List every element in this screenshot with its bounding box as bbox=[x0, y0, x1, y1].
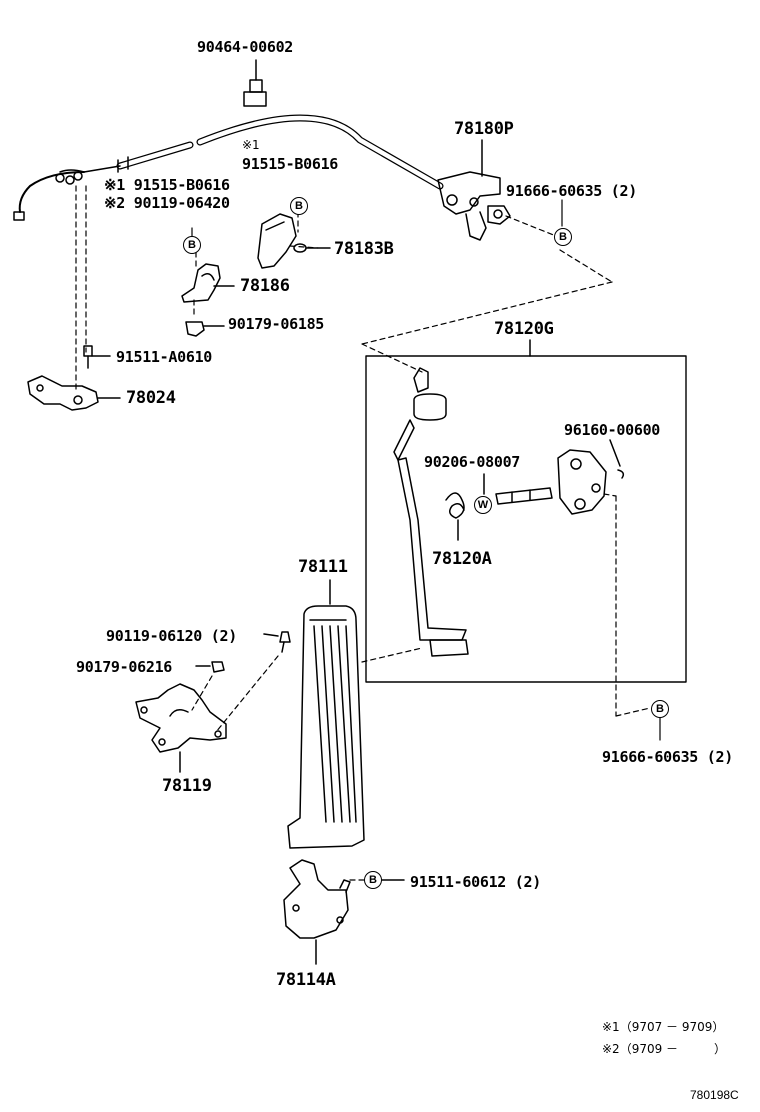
throttle-cable bbox=[13, 114, 444, 221]
badge-B: B bbox=[183, 236, 201, 254]
pedal-bracket bbox=[557, 439, 625, 515]
throttle-bracket-78180P bbox=[437, 139, 511, 241]
spring-78120A bbox=[445, 492, 465, 541]
label-91666-60635-bottom: 91666-60635 (2) bbox=[602, 748, 733, 766]
label-78120G: 78120G bbox=[494, 319, 554, 339]
label-78183B: 78183B bbox=[334, 239, 394, 259]
label-90206-08007: 90206-08007 bbox=[424, 453, 521, 471]
bracket-78114A bbox=[283, 859, 351, 965]
shaft-90206 bbox=[483, 473, 553, 505]
dashed-leaders-78119 bbox=[191, 655, 279, 733]
pedal-pad-78111 bbox=[287, 579, 365, 849]
clip-78183B bbox=[257, 213, 331, 269]
leader-lines bbox=[191, 199, 661, 741]
label-90179-06185: 90179-06185 bbox=[228, 315, 325, 333]
figure-code: 780198C bbox=[690, 1088, 739, 1102]
label-78186: 78186 bbox=[240, 276, 290, 296]
badge-B: B bbox=[364, 871, 382, 889]
note-1: ※1（9707 － 9709） bbox=[602, 1020, 725, 1034]
label-note2-90119-06420: ※2 90119-06420 bbox=[104, 194, 230, 212]
label-mark-1: ※1 bbox=[242, 138, 260, 152]
label-91515-B0616-top: 91515-B0616 bbox=[242, 155, 339, 173]
label-96160-00600: 96160-00600 bbox=[564, 421, 661, 439]
badge-W: W bbox=[474, 496, 492, 514]
label-90179-06216: 90179-06216 bbox=[76, 658, 173, 676]
label-78114A: 78114A bbox=[276, 970, 336, 990]
note-2: ※2（9709 － ） bbox=[602, 1042, 727, 1056]
bracket-78024 bbox=[27, 375, 121, 411]
label-91666-60635-top: 91666-60635 (2) bbox=[506, 182, 637, 200]
dashed-leaders-box bbox=[361, 493, 651, 717]
label-91511-A0610: 91511-A0610 bbox=[116, 348, 213, 366]
badge-B: B bbox=[651, 700, 669, 718]
nut-90179-06185 bbox=[185, 321, 225, 337]
bolt-91511-A0610 bbox=[83, 345, 111, 369]
label-note1-91515-B0616: ※1 91515-B0616 bbox=[104, 176, 230, 194]
bolt-90119-06120 bbox=[263, 631, 291, 653]
label-90119-06120: 90119-06120 (2) bbox=[106, 627, 237, 645]
pedal-arm bbox=[393, 367, 469, 657]
cable-clamp bbox=[243, 59, 267, 107]
label-78180P: 78180P bbox=[454, 119, 514, 139]
label-90464-00602: 90464-00602 bbox=[197, 38, 294, 56]
label-78119: 78119 bbox=[162, 776, 212, 796]
bracket-78119 bbox=[135, 683, 227, 773]
label-78111: 78111 bbox=[298, 557, 348, 577]
label-91511-60612: 91511-60612 (2) bbox=[410, 873, 541, 891]
label-78120A: 78120A bbox=[432, 549, 492, 569]
badge-B: B bbox=[554, 228, 572, 246]
label-78024: 78024 bbox=[126, 388, 176, 408]
badge-B: B bbox=[290, 197, 308, 215]
bracket-78186 bbox=[181, 263, 235, 303]
pedal-arm-assembly-box bbox=[365, 355, 687, 683]
nut-90179-06216 bbox=[195, 661, 225, 673]
